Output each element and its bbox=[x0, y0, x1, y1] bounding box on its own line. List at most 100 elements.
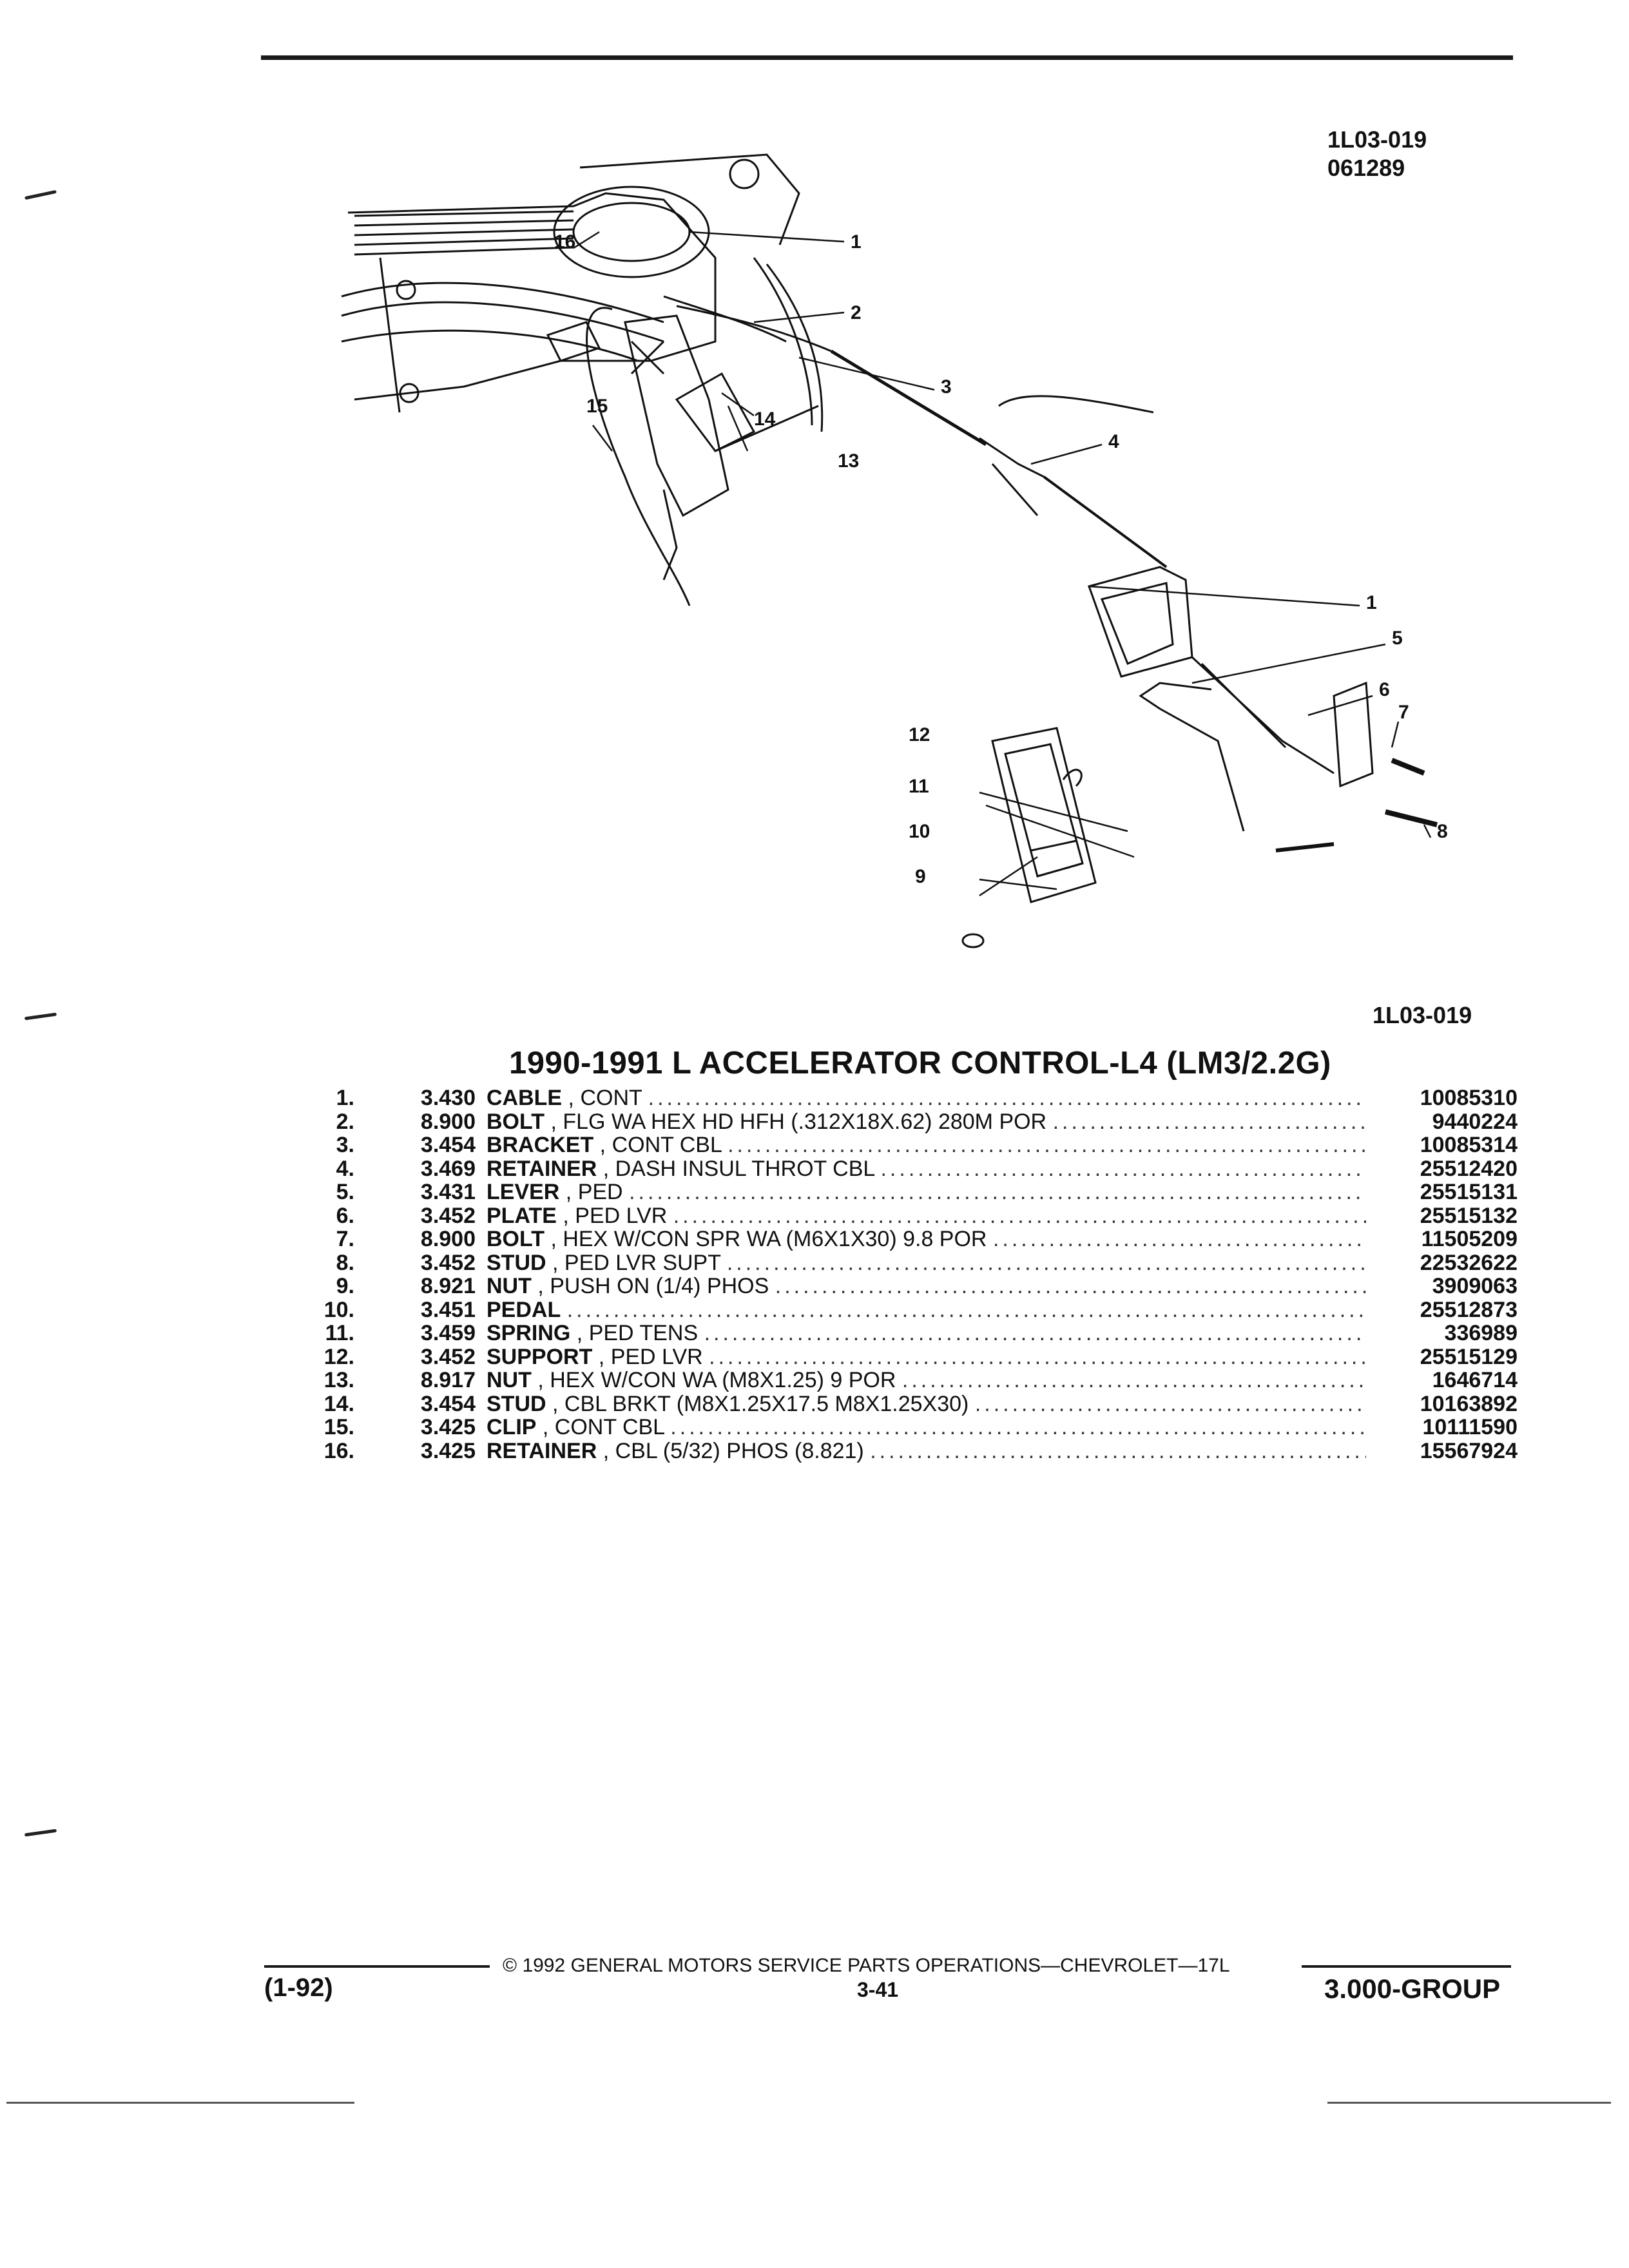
part-detail-sep: , bbox=[546, 1251, 564, 1274]
part-description: BOLT , FLG WA HEX HD HFH (.312X18X.62) 2… bbox=[487, 1110, 1366, 1133]
part-name: BOLT bbox=[487, 1110, 545, 1133]
part-description: SPRING , PED TENS ......................… bbox=[487, 1321, 1366, 1345]
part-description: NUT , HEX W/CON WA (M8X1.25) 9 POR .....… bbox=[487, 1369, 1366, 1392]
part-group: 3.452 bbox=[420, 1203, 476, 1228]
engine-illustration bbox=[341, 153, 824, 432]
part-index: 3. bbox=[336, 1133, 354, 1157]
part-name: RETAINER bbox=[487, 1439, 597, 1463]
part-group: 3.425 bbox=[420, 1438, 476, 1463]
part-group: 3.452 bbox=[420, 1344, 476, 1369]
callout-15: 15 bbox=[586, 396, 608, 417]
leader-dots: ........................................… bbox=[670, 1416, 1366, 1439]
part-index: 7. bbox=[336, 1227, 354, 1251]
callout-1b: 1 bbox=[1366, 592, 1377, 613]
part-detail-sep: , bbox=[531, 1369, 550, 1392]
part-group: 3.430 bbox=[420, 1086, 476, 1110]
part-group: 3.459 bbox=[420, 1321, 476, 1345]
part-name: STUD bbox=[487, 1251, 546, 1274]
part-number: 22532622 bbox=[1420, 1250, 1518, 1275]
callout-leaders bbox=[573, 231, 1432, 897]
part-detail-sep: , bbox=[562, 1086, 581, 1110]
part-detail: PED TENS bbox=[588, 1321, 699, 1345]
part-detail: PUSH ON (1/4) PHOS bbox=[550, 1274, 769, 1298]
bottom-rule bbox=[1327, 2102, 1611, 2104]
part-group: 3.431 bbox=[420, 1180, 476, 1204]
part-group: 8.917 bbox=[420, 1368, 476, 1392]
part-name: NUT bbox=[487, 1274, 532, 1298]
part-detail: FLG WA HEX HD HFH (.312X18X.62) 280M POR bbox=[563, 1110, 1047, 1133]
leader-dots: ........................................… bbox=[880, 1157, 1366, 1180]
part-number: 25515129 bbox=[1420, 1344, 1518, 1369]
margin-mark bbox=[24, 1012, 57, 1021]
part-description: RETAINER , DASH INSUL THROT CBL ........… bbox=[487, 1157, 1366, 1180]
part-description: STUD , PED LVR SUPT ....................… bbox=[487, 1251, 1366, 1274]
part-detail: CONT CBL bbox=[612, 1133, 722, 1157]
part-description: PLATE , PED LVR ........................… bbox=[487, 1204, 1366, 1227]
footer-rule-left bbox=[264, 1965, 490, 1968]
part-detail-sep: , bbox=[593, 1133, 612, 1157]
part-number: 25515132 bbox=[1420, 1203, 1518, 1228]
copyright-line: © 1992 GENERAL MOTORS SERVICE PARTS OPER… bbox=[503, 1955, 1230, 1976]
figure-footer-code: 1L03-019 bbox=[1373, 1002, 1472, 1028]
part-description: STUD , CBL BRKT (M8X1.25X17.5 M8X1.25X30… bbox=[487, 1392, 1366, 1416]
part-name: STUD bbox=[487, 1392, 546, 1416]
part-detail-sep: , bbox=[556, 1204, 575, 1227]
leader-dots: ........................................… bbox=[648, 1086, 1366, 1110]
part-number: 10111590 bbox=[1422, 1415, 1518, 1439]
part-index: 1. bbox=[336, 1086, 354, 1110]
top-rule bbox=[261, 55, 1513, 60]
section-title: 1990-1991 L ACCELERATOR CONTROL-L4 (LM3/… bbox=[509, 1046, 1331, 1081]
part-group: 8.900 bbox=[420, 1109, 476, 1134]
part-name: SUPPORT bbox=[487, 1345, 593, 1369]
part-group: 3.469 bbox=[420, 1156, 476, 1181]
part-group: 8.921 bbox=[420, 1274, 476, 1298]
part-detail: PED LVR bbox=[575, 1204, 668, 1227]
part-number: 9440224 bbox=[1432, 1109, 1518, 1134]
group-label: 3.000-GROUP bbox=[1324, 1974, 1501, 2004]
leader-dots: ........................................… bbox=[775, 1274, 1366, 1298]
part-number: 336989 bbox=[1444, 1321, 1518, 1345]
part-number: 25512420 bbox=[1420, 1156, 1518, 1181]
part-number: 25512873 bbox=[1420, 1297, 1518, 1322]
callout-14: 14 bbox=[754, 408, 776, 430]
part-name: CABLE bbox=[487, 1086, 563, 1110]
figure-code: 1L03-019 bbox=[1327, 126, 1427, 153]
margin-mark bbox=[24, 189, 57, 200]
part-detail: CBL (5/32) PHOS (8.821) bbox=[615, 1439, 864, 1463]
part-index: 13. bbox=[323, 1368, 354, 1392]
margin-mark bbox=[24, 1829, 57, 1837]
leader-dots: ........................................… bbox=[728, 1133, 1366, 1157]
leader-dots: ........................................… bbox=[629, 1180, 1366, 1204]
part-group: 3.454 bbox=[420, 1133, 476, 1157]
callout-4: 4 bbox=[1108, 431, 1119, 452]
pedal-assembly-illustration bbox=[961, 566, 1438, 948]
leader-dots: ........................................… bbox=[870, 1439, 1366, 1463]
part-group: 8.900 bbox=[420, 1227, 476, 1251]
part-index: 9. bbox=[336, 1274, 354, 1298]
part-index: 6. bbox=[336, 1203, 354, 1228]
part-group: 3.451 bbox=[420, 1297, 476, 1322]
part-index: 14. bbox=[323, 1391, 354, 1416]
part-index: 11. bbox=[325, 1321, 354, 1345]
leader-dots: ........................................… bbox=[673, 1204, 1366, 1227]
part-index: 4. bbox=[336, 1156, 354, 1181]
part-number: 3909063 bbox=[1432, 1274, 1518, 1298]
part-name: RETAINER bbox=[487, 1157, 597, 1180]
part-number: 10085310 bbox=[1420, 1086, 1518, 1110]
cable-bracket-illustration bbox=[586, 305, 1168, 606]
part-detail: PED LVR bbox=[610, 1345, 703, 1369]
callout-6: 6 bbox=[1379, 679, 1390, 700]
part-name: SPRING bbox=[487, 1321, 571, 1345]
part-detail-sep: , bbox=[597, 1439, 615, 1463]
bottom-rule bbox=[6, 2102, 354, 2104]
figure-date-code: 061289 bbox=[1327, 155, 1405, 181]
page-number: 3-41 bbox=[857, 1978, 899, 2001]
callout-3: 3 bbox=[941, 376, 952, 398]
